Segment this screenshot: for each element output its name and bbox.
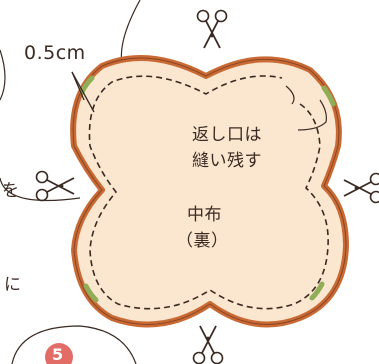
- scissors-icon-right: [343, 172, 379, 204]
- opening-mark: [309, 281, 325, 301]
- fabric-piece: [70, 55, 349, 328]
- panel-outline-bottom-left: [11, 325, 137, 364]
- panel-outline-left: [0, 177, 81, 201]
- stitch-line: [88, 75, 329, 310]
- side-text-wo: を: [2, 181, 20, 201]
- scissors-icon-left: [35, 170, 75, 202]
- opening-label-line1: 返し口は: [192, 125, 262, 145]
- leader-seam-allowance: [71, 71, 95, 113]
- opening-mark: [321, 85, 336, 107]
- fabric-label-line1: 中布: [187, 205, 222, 225]
- leader-opening: [297, 99, 327, 131]
- step-badge: [45, 343, 73, 364]
- panel-outline-top-left: [0, 49, 6, 101]
- panel-outline-top: [120, 0, 141, 65]
- step-number: 5: [52, 345, 64, 364]
- fabric-label-line2: （裏）: [176, 231, 229, 251]
- side-text-ni: に: [4, 275, 22, 295]
- opening-mark: [83, 283, 99, 303]
- seam-allowance-label: 0.5cm: [24, 42, 86, 64]
- fabric-edge-highlight: [72, 57, 347, 325]
- scissors-icon-bottom: [192, 325, 224, 364]
- leader-opening: [285, 85, 295, 105]
- scissors-icon-top: [196, 9, 228, 49]
- opening-label-line2: 縫い残す: [192, 151, 262, 171]
